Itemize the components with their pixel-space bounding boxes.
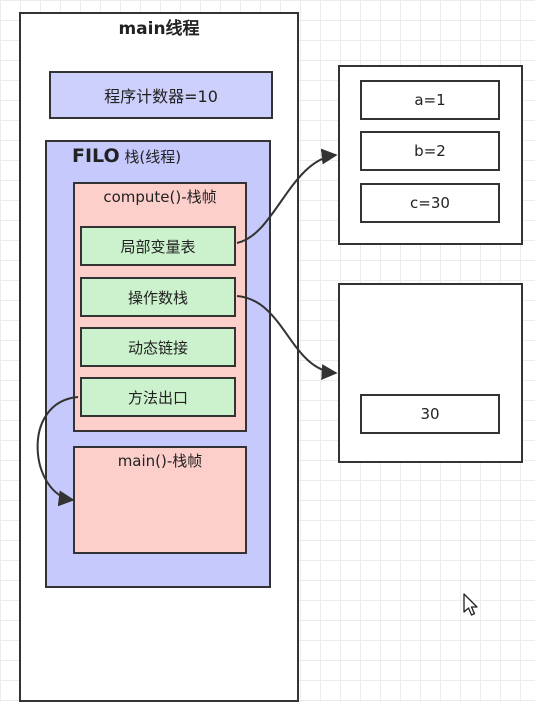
arrow-method-exit [36, 396, 79, 507]
method-exit: 方法出口 [80, 377, 236, 417]
main-frame-box [73, 446, 247, 554]
local-variable-table: 局部变量表 [80, 226, 236, 266]
stack-title-filo: FILO [72, 145, 120, 167]
mouse-cursor-icon [463, 593, 478, 616]
var-c: c=30 [360, 183, 500, 223]
arrow-local-vars [236, 148, 338, 244]
stack-title-rest: 栈(线程) [119, 148, 182, 166]
compute-frame-title: compute()-栈帧 [103, 188, 217, 206]
main-frame-title: main()-栈帧 [117, 452, 203, 470]
var-a: a=1 [360, 80, 500, 120]
main-thread-title: main线程 [118, 19, 200, 39]
operand-value: 30 [360, 394, 500, 434]
var-b: b=2 [360, 131, 500, 171]
operand-stack: 操作数栈 [80, 277, 236, 317]
arrow-operand [236, 295, 338, 381]
program-counter-box: 程序计数器=10 [49, 71, 273, 119]
dynamic-linking: 动态链接 [80, 327, 236, 367]
stack-title: FILO 栈(线程) [72, 145, 181, 167]
